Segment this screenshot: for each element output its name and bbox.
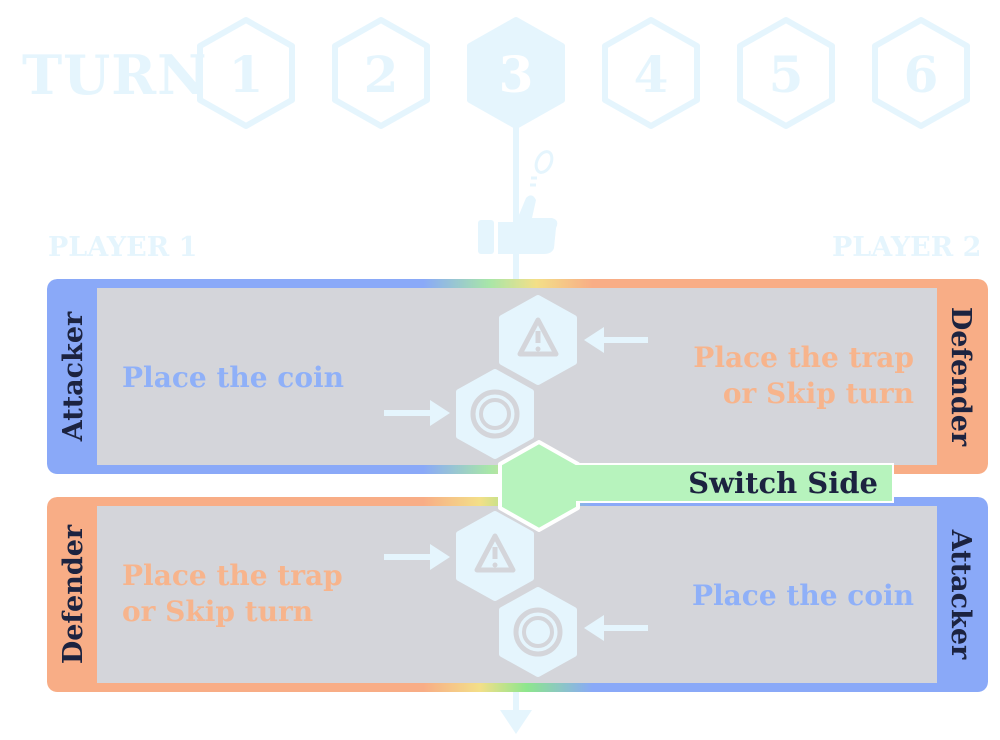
top-right-instruction-line1: Place the trap: [693, 341, 914, 374]
trap-warning-icon: [499, 295, 577, 385]
turn-step-1: 1: [194, 16, 298, 130]
arrow-right-icon: [384, 544, 450, 570]
bottom-panel: Defender Attacker: [47, 497, 988, 692]
top-right-role-tab: Defender: [938, 279, 984, 474]
bottom-left-role-tab: Defender: [51, 497, 97, 692]
thumbs-up-icon: [478, 195, 558, 254]
switch-side-hex-icon[interactable]: [494, 438, 584, 534]
turn-step-4: 4: [599, 16, 703, 130]
turn-step-2: 2: [329, 16, 433, 130]
role-defender: Defender: [945, 306, 977, 447]
role-attacker: Attacker: [945, 529, 977, 660]
coin-icon: [499, 587, 577, 677]
turn-label: TURN: [22, 43, 208, 107]
turn-step-5: 5: [734, 16, 838, 130]
turn-number: 1: [228, 44, 264, 104]
turn-number: 4: [633, 44, 669, 104]
switch-side-button[interactable]: Switch Side: [540, 463, 894, 503]
turn-number: 3: [498, 44, 534, 104]
player-1-label: PLAYER 1: [48, 232, 198, 263]
top-right-instruction-line2: or Skip turn: [722, 377, 914, 410]
bottom-right-role-tab: Attacker: [938, 497, 984, 692]
role-defender: Defender: [58, 524, 90, 665]
turn-step-6: 6: [869, 16, 973, 130]
player-2-label: PLAYER 2: [832, 232, 982, 263]
switch-side-label: Switch Side: [688, 466, 878, 500]
coin-icon: [456, 369, 534, 459]
trap-warning-icon: [456, 511, 534, 601]
top-left-role-tab: Attacker: [51, 279, 97, 474]
flipping-coin-icon: [530, 150, 554, 187]
arrow-left-icon: [584, 615, 648, 641]
turn-step-3-current: 3: [464, 16, 568, 130]
top-left-instruction: Place the coin: [122, 361, 345, 394]
bottom-left-instruction-line2: or Skip turn: [122, 595, 314, 628]
turn-number: 5: [768, 44, 804, 104]
arrow-right-icon: [384, 400, 450, 426]
bottom-right-instruction: Place the coin: [691, 579, 914, 612]
switch-side-connector: [570, 465, 596, 501]
bottom-left-instruction-line1: Place the trap: [122, 559, 343, 592]
arrow-left-icon: [584, 327, 648, 353]
turn-number: 6: [903, 44, 939, 104]
timeline-arrow-down-icon: [500, 710, 532, 734]
role-attacker: Attacker: [58, 311, 90, 442]
turn-number: 2: [363, 44, 399, 104]
